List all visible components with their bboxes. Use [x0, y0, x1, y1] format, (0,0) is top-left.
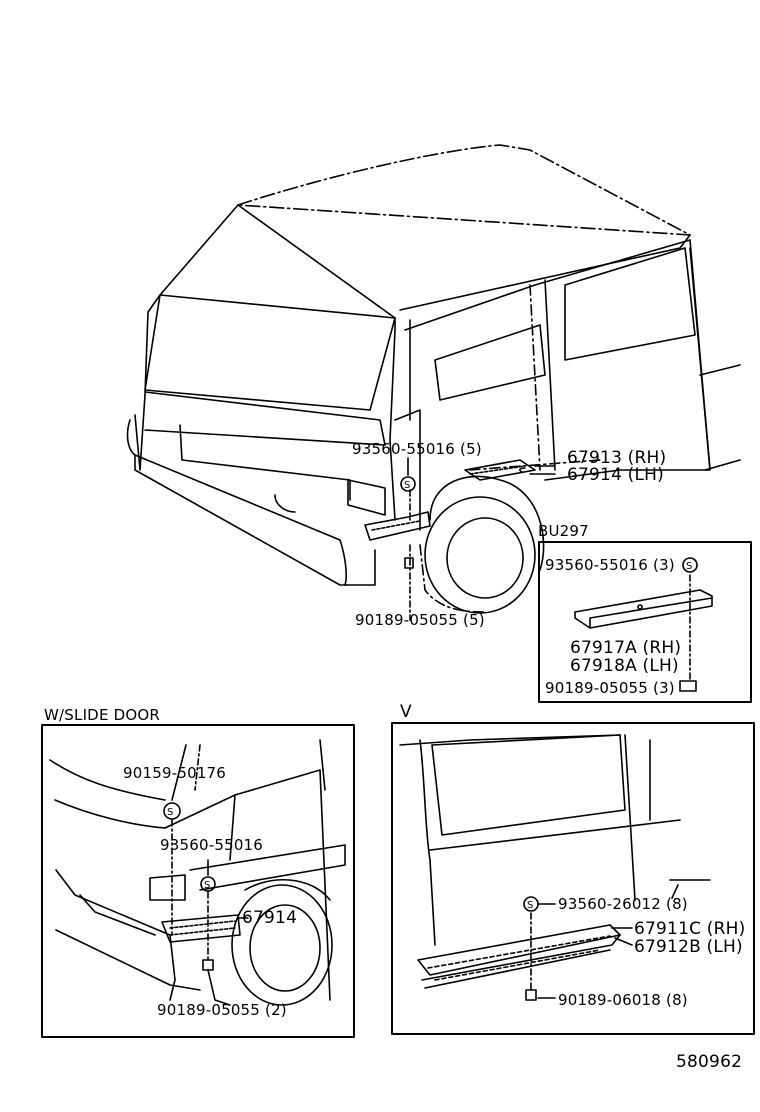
view-v-part-lh: 67912B (LH) [634, 937, 743, 957]
view-v-drawing [399, 734, 711, 1001]
callout-67914-lh: 67914 (LH) [567, 465, 665, 485]
slide-door-part-90159: 90159-50176 [123, 764, 227, 782]
bu297-drawing [574, 557, 713, 692]
callout-67913-rh: 67913 (RH) [567, 448, 667, 468]
slide-door-drawing [49, 739, 346, 1006]
bu297-part-rh: 67917A (RH) [570, 638, 682, 658]
bu297-clip-label: 90189-05055 (3) [545, 679, 675, 697]
screw-icon: S [686, 561, 692, 572]
bu297-part-lh: 67918A (LH) [570, 656, 679, 676]
view-v-part-rh: 67911C (RH) [634, 919, 746, 939]
view-v-clip-label: 90189-06018 (8) [558, 991, 688, 1009]
slide-door-frame [41, 724, 355, 1038]
drawing-number: 580962 [676, 1052, 743, 1072]
bu297-frame [538, 541, 752, 703]
van-body-drawing [126, 144, 741, 614]
screw-icon: S [167, 807, 173, 818]
slide-door-clip-label: 90189-05055 (2) [157, 1001, 287, 1019]
main-leader-lines [400, 457, 556, 621]
callout-93560-55016-5: 93560-55016 (5) [352, 440, 482, 458]
bu297-title: BU297 [538, 522, 589, 540]
view-v-title: V [400, 702, 412, 722]
screw-icon: S [527, 900, 533, 911]
bu297-screw-label: 93560-55016 (3) [545, 556, 675, 574]
callout-90189-05055-5: 90189-05055 (5) [355, 611, 485, 629]
slide-door-screw-label: 93560-55016 [160, 836, 264, 854]
view-v-screw-label: 93560-26012 (8) [558, 895, 688, 913]
screw-icon: S [404, 480, 410, 491]
screw-icon: S [204, 880, 210, 891]
view-v-frame [391, 722, 755, 1035]
slide-door-title: W/SLIDE DOOR [44, 706, 160, 724]
slide-door-part-67914: 67914 [242, 908, 298, 928]
